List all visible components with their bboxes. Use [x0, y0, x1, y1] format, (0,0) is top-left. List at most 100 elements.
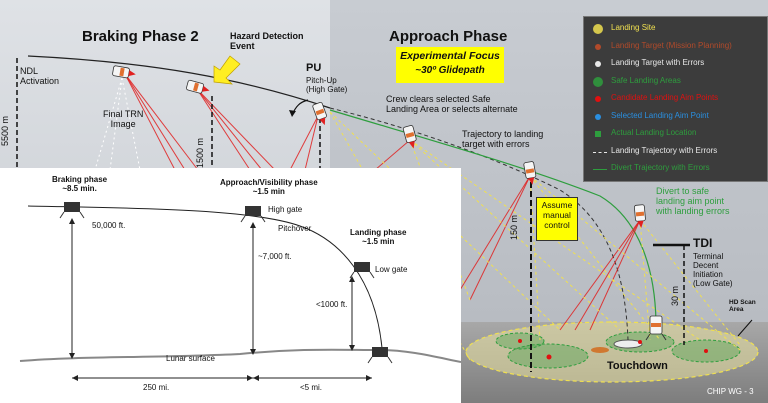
- hazard-arrow: [213, 55, 241, 85]
- tdi-label: Terminal Decent Initiation (Low Gate): [693, 252, 733, 288]
- landing-site-ellipse: [465, 321, 759, 383]
- inset-low-gate: Low gate: [375, 265, 408, 274]
- red-beams: [124, 73, 641, 331]
- legend-label: Landing Site: [611, 23, 656, 32]
- legend-label: Actual Landing Location: [611, 128, 697, 137]
- crew-line2: Landing Area or selects alternate: [386, 104, 518, 114]
- legend-label: Landing Target with Errors: [611, 58, 705, 67]
- alt-30-label: 30 m: [670, 285, 680, 306]
- hd-line1: HD Scan: [729, 299, 756, 306]
- tdi-line4: (Low Gate): [693, 279, 733, 288]
- divert-line3: with landing errors: [656, 206, 730, 216]
- inset-approach-label: Approach/Visibility phase ~1.5 min: [220, 178, 318, 196]
- inset-alt-7000: ~7,000 ft.: [258, 252, 292, 261]
- legend-item: Actual Landing Location: [584, 126, 767, 142]
- crew-line1: Crew clears selected Safe: [386, 94, 491, 104]
- hazard-detection-line1: Hazard Detection: [230, 31, 304, 41]
- hazard-detection-line2: Event: [230, 41, 255, 51]
- inset-landing-time: ~1.5 min: [362, 237, 395, 246]
- alt-5500-label: 5500 m: [0, 115, 10, 146]
- inset-approach-title: Approach/Visibility phase: [220, 178, 318, 187]
- inset-braking-label: Braking phase ~8.5 min.: [52, 175, 107, 193]
- crew-clears-label: Crew clears selected Safe Landing Area o…: [386, 94, 518, 114]
- legend-item: Landing Trajectory with Errors: [584, 144, 767, 160]
- pu-line1: Pitch-Up: [306, 76, 337, 85]
- legend-label: Candidate Landing Aim Points: [611, 93, 719, 102]
- assume-manual-box: Assume manual control: [536, 197, 578, 241]
- inset-dist-250: 250 mi.: [143, 383, 170, 392]
- inset-alt-1000: <1000 ft.: [316, 300, 348, 309]
- assume-line1: Assume: [541, 200, 573, 210]
- aim-point-3: [638, 340, 642, 344]
- legend-label: Landing Target (Mission Planning): [611, 40, 732, 50]
- glidepath-label: ~30º Glidepath: [415, 65, 485, 76]
- touchdown-label: Touchdown: [607, 360, 668, 372]
- inset-braking-time: ~8.5 min.: [62, 184, 97, 193]
- dot-icon: [595, 61, 601, 67]
- tdi-line3: Initiation: [693, 270, 723, 279]
- inset-panel: Braking phase ~8.5 min. Approach/Visibil…: [0, 168, 461, 403]
- legend-item: Landing Target (Mission Planning): [584, 39, 767, 55]
- approach-phase-title: Approach Phase: [389, 28, 508, 45]
- tdi-line2: Decent: [693, 261, 719, 270]
- dashed-line-icon: [593, 151, 607, 153]
- target-ellipse: [613, 339, 643, 349]
- lander-icons: [112, 65, 667, 341]
- legend-item: Landing Site: [584, 21, 767, 37]
- inset-lunar-surface: [19, 348, 461, 363]
- final-trn-line1: Final TRN: [103, 109, 144, 119]
- ndl-line2: Activation: [20, 76, 60, 86]
- final-trn-label: Final TRN Image: [103, 109, 143, 129]
- main-trajectory: [27, 55, 331, 109]
- inset-landing-label: Landing phase ~1.5 min: [350, 228, 406, 246]
- inset-high-gate: High gate: [268, 205, 303, 214]
- ndl-line1: NDL: [20, 66, 39, 76]
- traj-line1: Trajectory to landing: [462, 129, 544, 139]
- inset-braking-title: Braking phase: [52, 175, 108, 184]
- hd-line2: Area: [729, 306, 744, 313]
- inset-dist-5: <5 mi.: [300, 383, 323, 392]
- legend-label: Selected Landing Aim Point: [611, 110, 709, 120]
- tdi-title: TDI: [693, 236, 713, 250]
- hazard-detection-label: Hazard Detection Event: [230, 31, 304, 51]
- square-icon: [595, 131, 601, 137]
- legend-item: Selected Landing Aim Point: [584, 109, 767, 125]
- assume-line3: control: [544, 220, 570, 230]
- trajectory-errors-label: Trajectory to landing target with errors: [462, 129, 543, 149]
- traj-line2: target with errors: [462, 139, 530, 149]
- hd-scan-pointer: [737, 319, 753, 337]
- hd-scan-label: HD Scan Area: [729, 299, 756, 313]
- inset-pitchover: Pitchover: [278, 224, 312, 233]
- divert-label: Divert to safe landing aim point with la…: [656, 186, 730, 216]
- inset-approach-time: ~1.5 min: [252, 187, 285, 196]
- legend-label: Safe Landing Areas: [611, 75, 681, 85]
- legend-item: Divert Trajectory with Errors: [584, 161, 767, 177]
- orange-target: [591, 347, 609, 353]
- trn-beams: [94, 77, 141, 171]
- aim-point-4: [704, 349, 708, 353]
- dot-icon: [595, 43, 601, 50]
- alt-150-label: 150 m: [509, 214, 519, 240]
- braking-phase-2-title: Braking Phase 2: [82, 28, 199, 45]
- divert-line2: landing aim point: [656, 196, 725, 206]
- dot-icon: [595, 113, 601, 120]
- inset-landing-title: Landing phase: [350, 228, 407, 237]
- alt-1500-label: 1500 m: [195, 137, 205, 168]
- legend-label: Landing Trajectory with Errors: [611, 145, 718, 155]
- chip-label: CHIP WG - 3: [707, 387, 754, 396]
- ndl-label: NDL Activation: [20, 66, 59, 86]
- legend-item: Safe Landing Areas: [584, 74, 767, 90]
- final-trn-line2: Image: [110, 119, 136, 129]
- divert-line1: Divert to safe: [656, 186, 710, 196]
- experimental-focus-box: Experimental Focus ~30º Glidepath: [396, 47, 504, 83]
- aim-point-1: [546, 354, 552, 360]
- solid-line-icon: [593, 169, 607, 170]
- pu-line2: (High Gate): [306, 85, 348, 94]
- inset-svg: [19, 202, 461, 381]
- experimental-focus-label: Experimental Focus: [400, 50, 500, 62]
- pu-label: Pitch-Up (High Gate): [306, 76, 347, 94]
- inset-trajectory: [27, 205, 383, 349]
- legend-label: Divert Trajectory with Errors: [611, 163, 710, 172]
